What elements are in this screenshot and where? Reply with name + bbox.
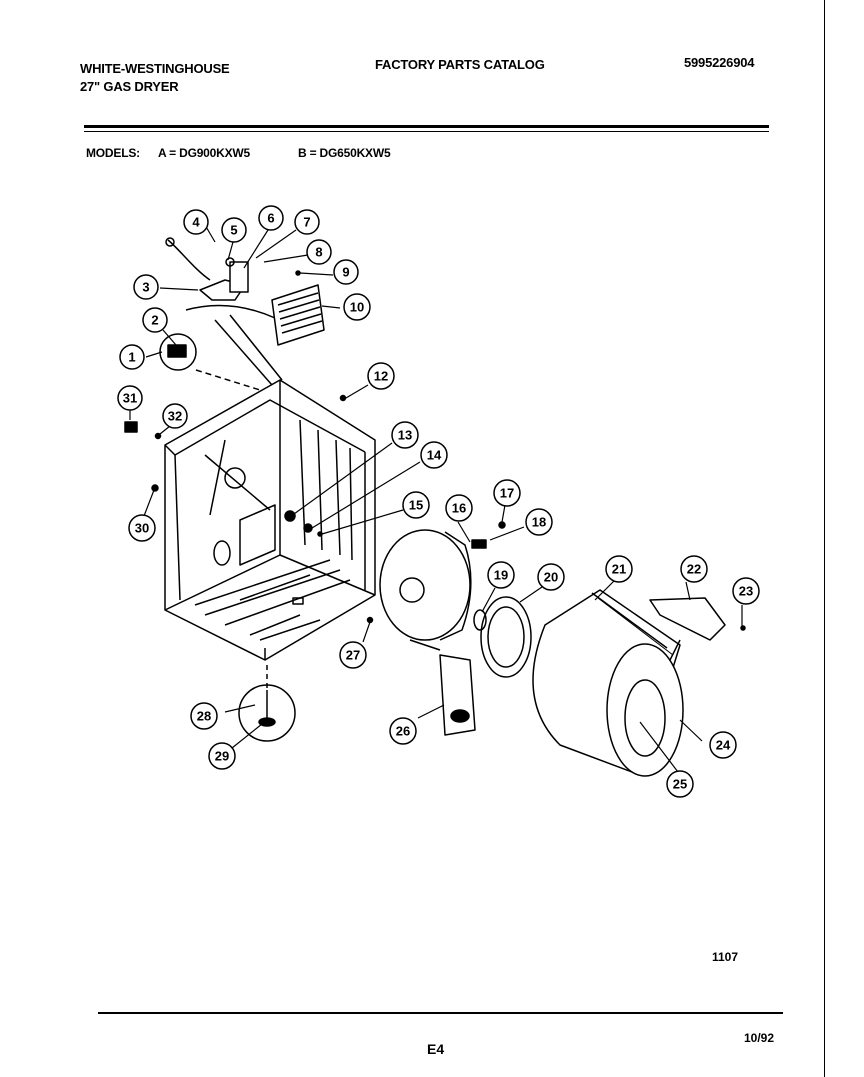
svg-text:14: 14 [427,448,442,463]
callout-30: 30 [128,514,156,542]
catalog-title: FACTORY PARTS CATALOG [375,57,545,72]
dryer-cabinet [164,314,376,661]
callout-24: 24 [709,731,737,759]
callout-6: 6 [258,205,284,231]
svg-text:2: 2 [151,313,158,328]
footer-rule [98,1012,783,1014]
brand-name: WHITE-WESTINGHOUSE [80,61,230,76]
drum [532,589,684,777]
page-code: E4 [427,1041,445,1057]
callout-22: 22 [680,555,708,583]
callout-28: 28 [190,702,218,730]
svg-text:20: 20 [544,570,558,585]
svg-text:25: 25 [673,777,687,792]
svg-text:10: 10 [350,300,364,315]
callout-14: 14 [420,441,448,469]
model-b: B = DG650KXW5 [298,146,391,160]
callout-29: 29 [208,742,236,770]
callout-32: 32 [162,403,188,429]
lint-filter-grille [271,284,325,346]
leveling-leg [238,665,296,742]
callout-8: 8 [306,239,332,265]
svg-text:19: 19 [494,568,508,583]
callout-18: 18 [525,508,553,536]
svg-text:8: 8 [315,245,322,260]
svg-text:32: 32 [168,409,182,424]
svg-text:27: 27 [346,648,360,663]
top-left-components [159,237,276,391]
svg-text:29: 29 [215,749,229,764]
page-border [824,0,825,1077]
callout-balloons: 1 2 3 4 5 6 7 8 9 10 12 13 14 15 16 17 1… [117,205,760,798]
svg-text:18: 18 [532,515,546,530]
callout-3: 3 [133,274,159,300]
callout-1: 1 [119,344,145,370]
callout-10: 10 [343,293,371,321]
svg-text:1: 1 [128,350,135,365]
callout-5: 5 [221,217,247,243]
svg-text:4: 4 [192,215,200,230]
svg-text:7: 7 [303,215,310,230]
callout-15: 15 [402,491,430,519]
illustration-number: 1107 [712,950,739,964]
svg-text:12: 12 [374,369,388,384]
svg-text:15: 15 [409,498,423,513]
catalog-date: 10/92 [744,1031,775,1045]
svg-text:31: 31 [123,391,137,406]
callout-31: 31 [117,385,143,411]
svg-text:16: 16 [452,501,466,516]
catalog-number: 5995226904 [684,55,755,70]
svg-text:26: 26 [396,724,410,739]
callout-26: 26 [389,717,417,745]
callout-4: 4 [183,209,209,235]
drum-top-plate [649,597,726,661]
callout-9: 9 [333,259,359,285]
callout-7: 7 [294,209,320,235]
callout-16: 16 [445,494,473,522]
svg-text:28: 28 [197,709,211,724]
svg-text:24: 24 [716,738,731,753]
callout-25: 25 [666,770,694,798]
callout-21: 21 [605,555,633,583]
product-name: 27" GAS DRYER [80,79,179,94]
callout-17: 17 [493,479,521,507]
svg-text:5: 5 [230,223,237,238]
callout-23: 23 [732,577,760,605]
svg-text:23: 23 [739,584,753,599]
header-rule-thick [84,125,769,128]
svg-text:17: 17 [500,486,514,501]
svg-text:30: 30 [135,521,149,536]
rear-duct-panel [439,654,476,736]
svg-text:22: 22 [687,562,701,577]
svg-text:3: 3 [142,280,149,295]
callout-20: 20 [537,563,565,591]
front-bulkhead [379,529,487,651]
svg-text:13: 13 [398,428,412,443]
model-a: A = DG900KXW5 [158,146,250,160]
header-rule-thin [84,131,769,132]
svg-text:21: 21 [612,562,626,577]
callout-27: 27 [339,641,367,669]
callout-13: 13 [391,421,419,449]
svg-text:9: 9 [342,265,349,280]
svg-text:6: 6 [267,211,274,226]
callout-2: 2 [142,307,168,333]
callout-19: 19 [487,561,515,589]
callout-12: 12 [367,362,395,390]
drum-seal-ring [473,596,532,678]
models-label: MODELS: [86,146,140,160]
